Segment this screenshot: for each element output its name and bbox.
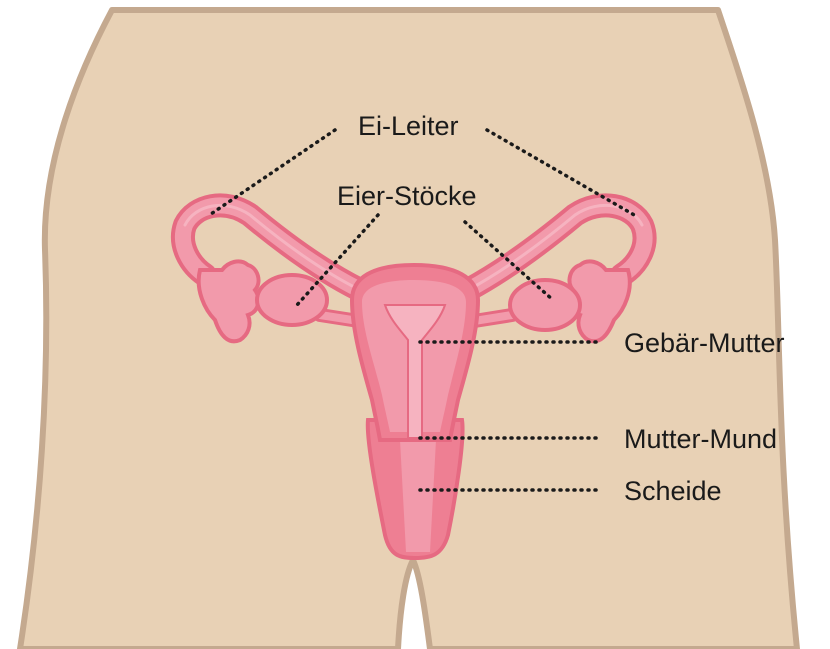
label-vagina: Scheide bbox=[624, 476, 722, 506]
vagina-canal bbox=[400, 440, 436, 552]
label-uterus: Gebär-Mutter bbox=[624, 328, 785, 358]
label-ovaries: Eier-Stöcke bbox=[337, 181, 477, 211]
label-fallopian-tubes: Ei-Leiter bbox=[358, 111, 459, 141]
ovary-right bbox=[510, 280, 580, 330]
label-cervix: Mutter-Mund bbox=[624, 424, 777, 454]
